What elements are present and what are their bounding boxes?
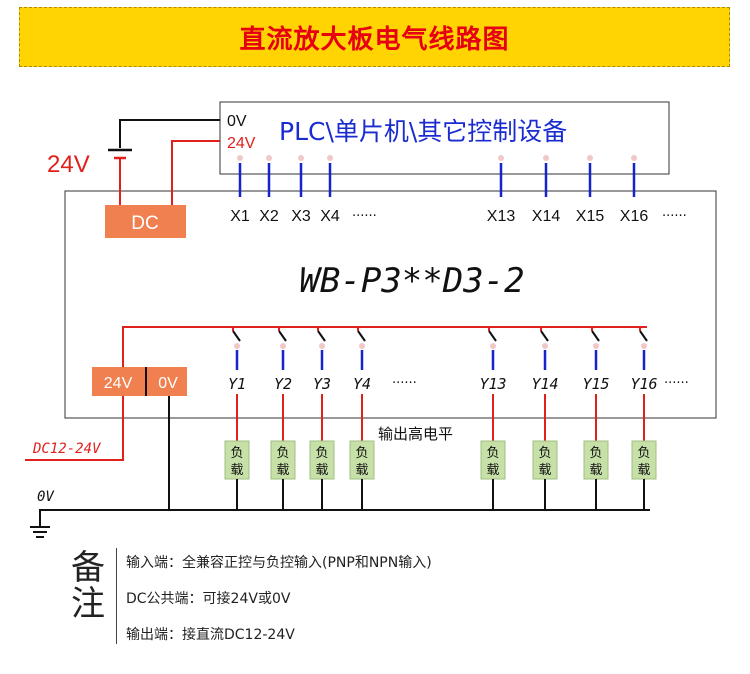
load-label-2: 载 [315,463,328,478]
input-label: X15 [576,208,605,225]
output-label: Y1 [228,375,246,393]
relay-contact-dot [641,343,647,349]
load-box [270,440,296,480]
load-label-1: 负 [355,446,368,461]
power-terminal-minus: 0V [158,375,178,392]
input-terminal-dot [298,155,304,161]
load-label-1: 负 [637,446,650,461]
relay-switch [278,330,287,342]
load-box [583,440,609,480]
output-label: Y2 [274,375,292,393]
note-dc-common: DC公共端：可接24V或0V [126,591,291,607]
relay-contact-dot [234,343,240,349]
load-label-2: 载 [355,463,368,478]
output-label: Y14 [531,375,558,393]
notes-section: 备 注 输入端：全兼容正控与负控输入(PNP和NPN输入) DC公共端：可接24… [60,548,720,648]
relay-switch [639,330,648,342]
notes-heading-char-1: 备 [71,548,105,588]
relay-contact-dot [490,343,496,349]
load-label-2: 载 [486,463,499,478]
input-channels: X1 X2 X3 X4 X13 X14 X15 X16 [230,155,648,225]
load-box [224,440,250,480]
load-label-1: 负 [538,446,551,461]
static-layout [25,101,717,538]
input-terminal-dot [543,155,549,161]
wire-0v-plc [119,119,220,148]
relay-switch [317,330,326,342]
load-label-1: 负 [230,446,243,461]
input-label: X4 [320,208,340,225]
plc-0v-label: 0V [227,113,247,130]
relay-contact-dot [593,343,599,349]
plc-label: PLC\单片机\其它控制设备 [279,117,567,146]
relay-switch [357,330,366,342]
external-supply-label: DC12-24V [32,441,102,457]
load-label-2: 载 [589,463,602,478]
supply-24v-label: 24V [47,151,90,178]
dc-terminal [105,205,186,238]
note-outputs: 输出端：接直流DC12-24V [126,627,295,643]
input-label: X14 [532,208,561,225]
output-label: Y15 [582,375,609,393]
note-inputs: 输入端：全兼容正控与负控输入(PNP和NPN输入) [126,555,432,571]
input-ellipsis-1: ······ [352,209,377,224]
load-label-1: 负 [589,446,602,461]
relay-switch [232,330,241,342]
output-label: Y13 [479,375,506,393]
load-label-2: 载 [538,463,551,478]
input-label: X16 [620,208,649,225]
title-banner: 直流放大板电气线路图 [19,7,730,67]
power-terminal-plus: 24V [104,375,133,392]
notes-divider [116,548,117,644]
load-label-1: 负 [276,446,289,461]
dc-label: DC [131,213,158,234]
relay-contact-dot [542,343,548,349]
input-terminal-dot [266,155,272,161]
ground-0v-label: 0V [37,489,55,505]
input-terminal-dot [587,155,593,161]
load-label-2: 载 [230,463,243,478]
page-title: 直流放大板电气线路图 [239,24,510,55]
input-label: X1 [230,208,250,225]
board-model: WB-P3**D3-2 [299,261,524,301]
output-label: Y4 [353,375,371,393]
load-box [631,440,657,480]
relay-switch [488,330,497,342]
output-label: Y16 [630,375,657,393]
relay-contact-dot [319,343,325,349]
notes-heading-char-2: 注 [71,584,105,624]
output-ellipsis-1: ······ [392,376,417,391]
load-label-1: 负 [486,446,499,461]
relay-switch [591,330,600,342]
notes-heading: 备 注 [66,550,110,622]
input-terminal-dot [237,155,243,161]
input-label: X13 [487,208,516,225]
ground-bus [39,509,650,526]
load-label-2: 载 [276,463,289,478]
input-label: X2 [259,208,279,225]
output-level-label: 输出高电平 [378,425,453,443]
plc-24v-label: 24V [227,135,256,152]
wire-24v-plc [171,140,220,205]
load-label-2: 载 [637,463,650,478]
relay-contact-dot [280,343,286,349]
power-terminal-block [92,367,187,396]
input-terminal-dot [631,155,637,161]
input-ellipsis-2: ······ [662,209,687,224]
relay-contact-dot [359,343,365,349]
wire-external-supply [25,396,124,461]
plc-box [219,101,670,175]
output-ellipsis-2: ······ [664,376,689,391]
load-label-1: 负 [315,446,328,461]
output-common-bus [122,326,647,368]
relay-switch [540,330,549,342]
input-terminal-dot [498,155,504,161]
input-label: X3 [291,208,311,225]
input-terminal-dot [327,155,333,161]
output-label: Y3 [313,375,331,393]
